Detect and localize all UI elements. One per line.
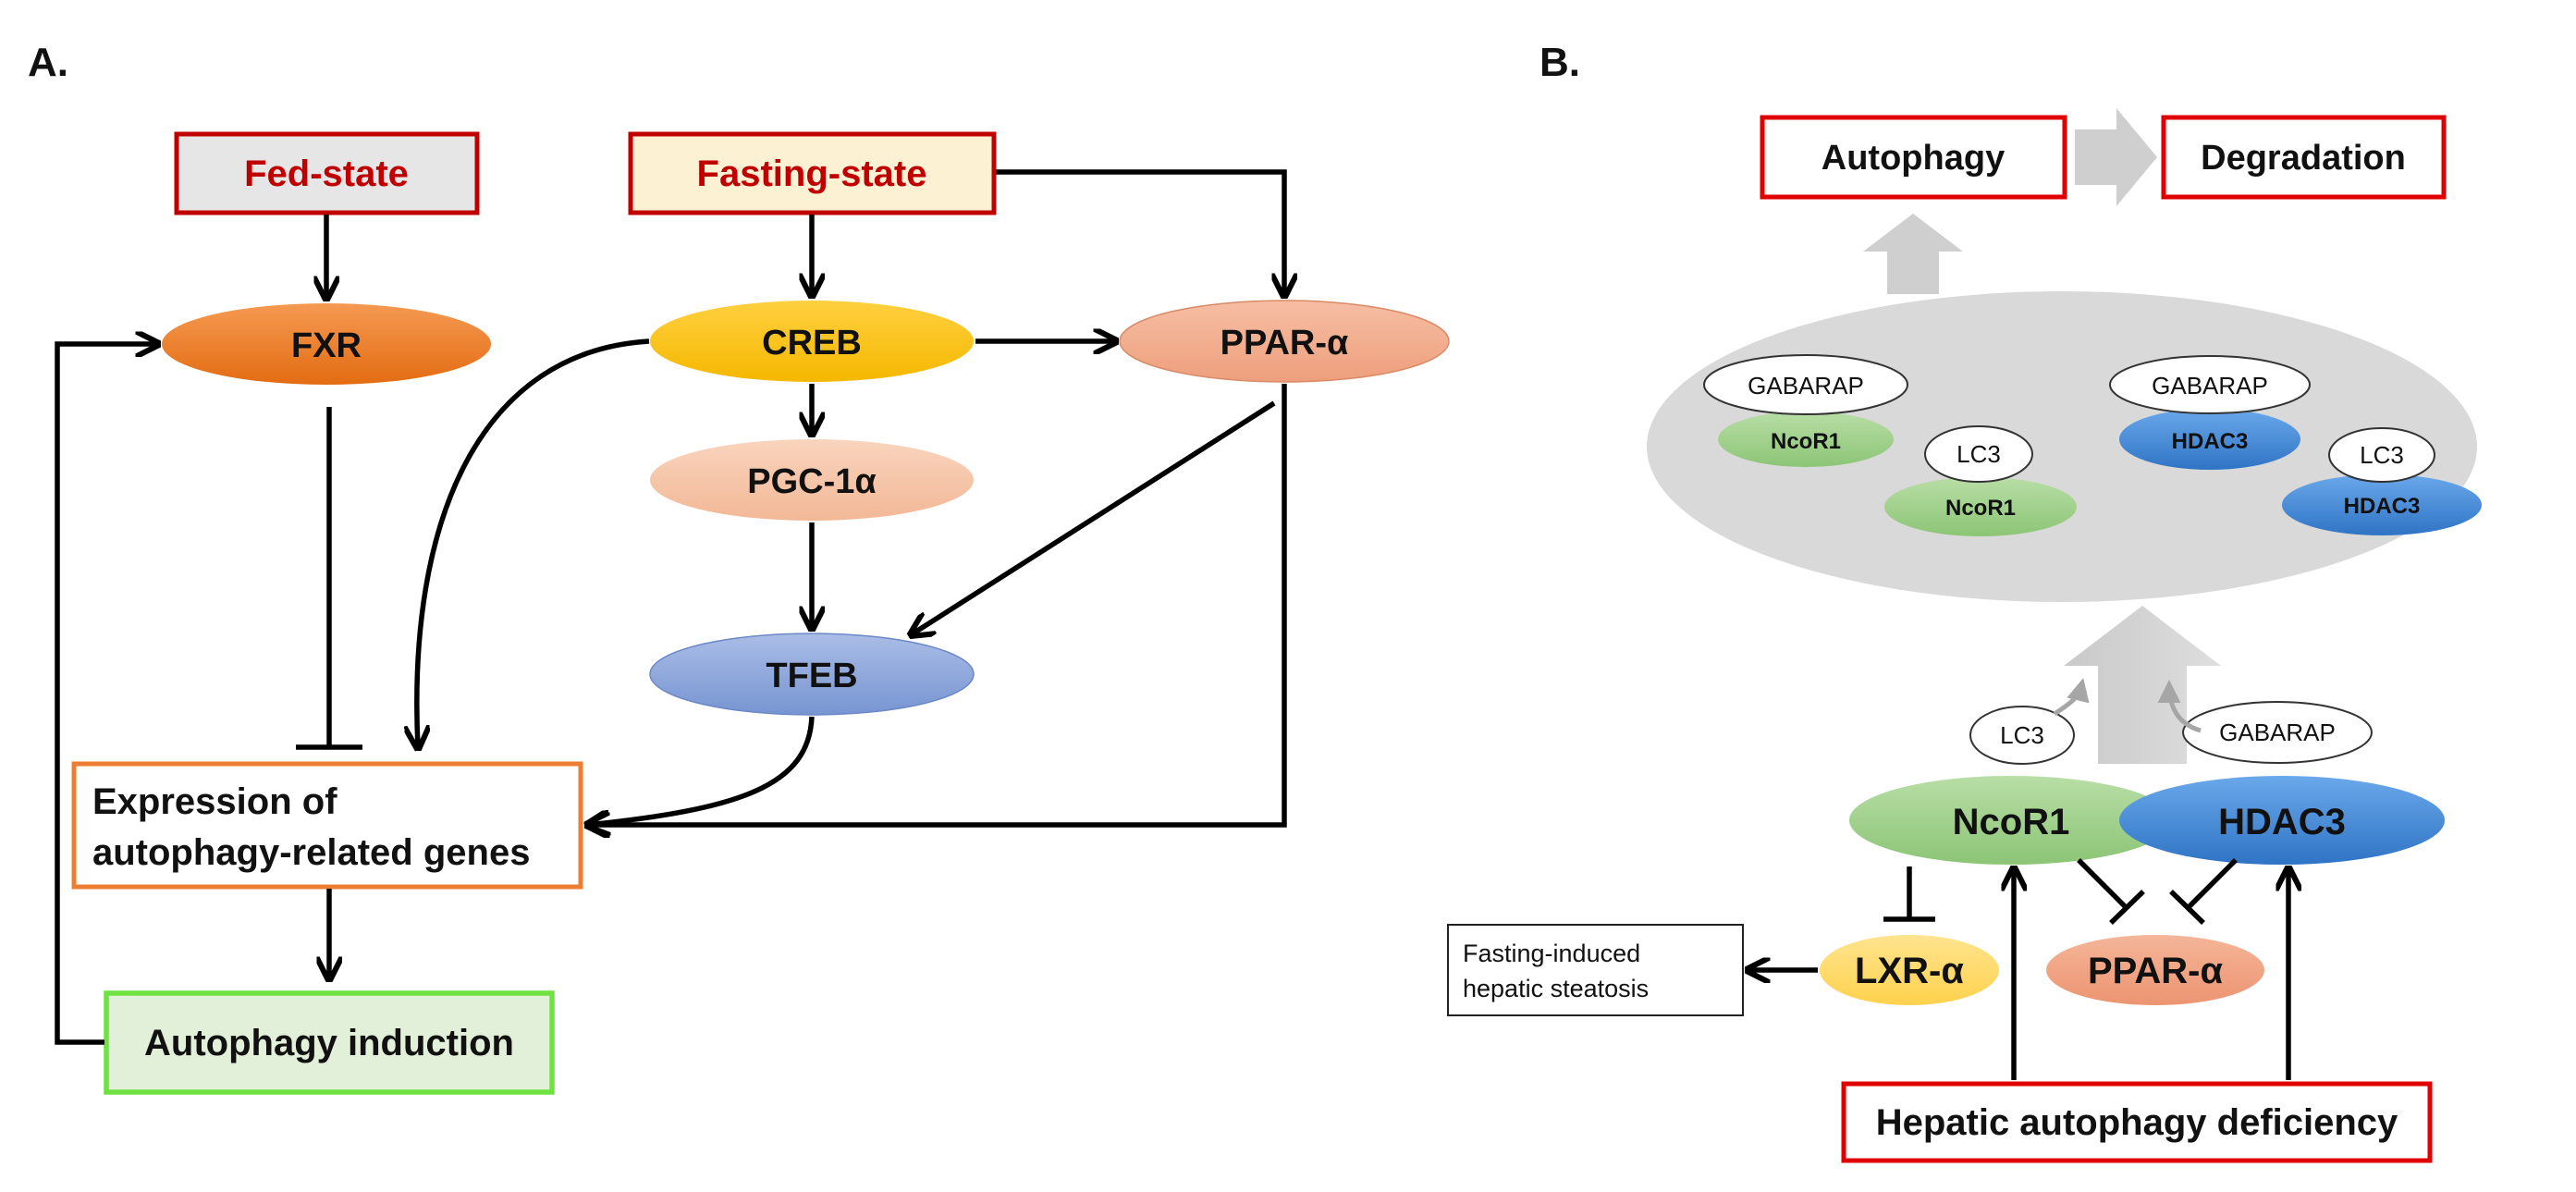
ppar-alpha-label: PPAR-α (1221, 324, 1349, 363)
edge-creb-expression (417, 338, 650, 747)
edge-tfeb-expression (588, 716, 815, 825)
ppar-alpha-b-label: PPAR-α (2088, 951, 2223, 991)
lxr-alpha-node: LXR-α (1820, 935, 1999, 1005)
pgc1a-node: PGC-1α (650, 439, 974, 521)
panel-b-label: B. (1539, 40, 1580, 85)
steatosis-node: Fasting-induced hepatic steatosis (1447, 924, 1744, 1016)
edge-ncor1-inhibit-ppar (2077, 858, 2128, 910)
creb-node: CREB (650, 301, 974, 382)
complex-ncor1-label-2: NcoR1 (1945, 496, 2016, 521)
fed-state-node: Fed-state (174, 131, 480, 215)
complex-gabarap-label-1: GABARAP (1748, 372, 1864, 399)
fxr-node: FXR (162, 303, 491, 385)
free-lc3: LC3 (1969, 706, 2075, 765)
edge-hdac3-inhibit-ppar (2186, 858, 2238, 910)
complex-gabarap-label-2: GABARAP (2152, 372, 2268, 399)
hdac3-node: HDAC3 (2119, 776, 2445, 865)
autophagy-induction-label: Autophagy induction (144, 1023, 514, 1063)
fed-state-label: Fed-state (244, 154, 409, 194)
autophagy-to-degradation-arrow (2075, 108, 2157, 206)
hdac3-label: HDAC3 (2218, 802, 2346, 842)
autophagy-node: Autophagy (1760, 115, 2067, 200)
degradation-label: Degradation (2201, 139, 2406, 178)
tfeb-label: TFEB (766, 657, 857, 695)
edge-induction-feedback-fxr (55, 344, 157, 1045)
creb-label: CREB (762, 324, 862, 363)
complex-gabarap-hdac3: GABARAP HDAC3 (2109, 355, 2311, 470)
free-gabarap-label: GABARAP (2219, 719, 2336, 746)
vesicle-to-autophagy-arrow (1863, 214, 1963, 294)
fasting-state-label: Fasting-state (697, 154, 927, 194)
complex-lc3-ncor1: LC3 NcoR1 (1884, 425, 2077, 536)
panel-a-label: A. (28, 40, 68, 85)
free-gabarap: GABARAP (2182, 701, 2373, 764)
steatosis-label-line2: hepatic steatosis (1463, 975, 1649, 1002)
complex-hdac3-label-1: HDAC3 (2172, 429, 2249, 454)
gabarap-to-arrow-curve (2157, 680, 2202, 733)
expression-label-line2: autophagy-related genes (92, 832, 530, 873)
tfeb-node: TFEB (649, 633, 975, 716)
edge-fasting-ppar (996, 169, 1284, 295)
lxr-alpha-label: LXR-α (1855, 951, 1964, 991)
complex-gabarap-ncor1: GABARAP NcoR1 (1703, 354, 1908, 467)
fasting-state-node: Fasting-state (628, 131, 997, 215)
complex-lc3-label-2: LC3 (2360, 441, 2404, 469)
free-lc3-label: LC3 (2000, 721, 2044, 749)
edge-hdac3-inhibit-ppar-bar (2169, 890, 2205, 925)
ppar-alpha-b-node: PPAR-α (2046, 935, 2264, 1005)
complex-hdac3-label-2: HDAC3 (2344, 494, 2421, 519)
complex-ncor1-label-1: NcoR1 (1771, 429, 1841, 454)
complex-lc3-label-1: LC3 (1957, 440, 2001, 468)
autophagy-label: Autophagy (1822, 139, 2005, 178)
edge-ncor1-inhibit-ppar-bar (2109, 890, 2145, 925)
autophagy-induction-node: Autophagy induction (104, 990, 555, 1095)
pgc1a-label: PGC-1α (747, 462, 877, 501)
expression-node: Expression of autophagy-related genes (71, 761, 583, 890)
ncor1-label: NcoR1 (1953, 802, 2070, 842)
steatosis-label-line1: Fasting-induced (1463, 940, 1640, 967)
fxr-label: FXR (291, 326, 362, 365)
edge-ppar-tfeb (912, 400, 1276, 634)
lc3-to-arrow-curve (2053, 678, 2090, 717)
expression-label-line1: Expression of (92, 781, 337, 822)
edge-ppar-expression (588, 384, 1287, 825)
deficiency-node: Hepatic autophagy deficiency (1841, 1081, 2433, 1163)
recruitment-up-arrow (2064, 606, 2221, 764)
panel-a-edges (55, 169, 1287, 1045)
complex-lc3-hdac3: LC3 HDAC3 (2282, 427, 2482, 535)
deficiency-label: Hepatic autophagy deficiency (1876, 1102, 2398, 1143)
ncor1-node: NcoR1 (1849, 776, 2173, 865)
degradation-node: Degradation (2161, 115, 2447, 200)
ppar-alpha-node: PPAR-α (1119, 300, 1450, 383)
panel-b-edges (1748, 858, 2288, 1080)
